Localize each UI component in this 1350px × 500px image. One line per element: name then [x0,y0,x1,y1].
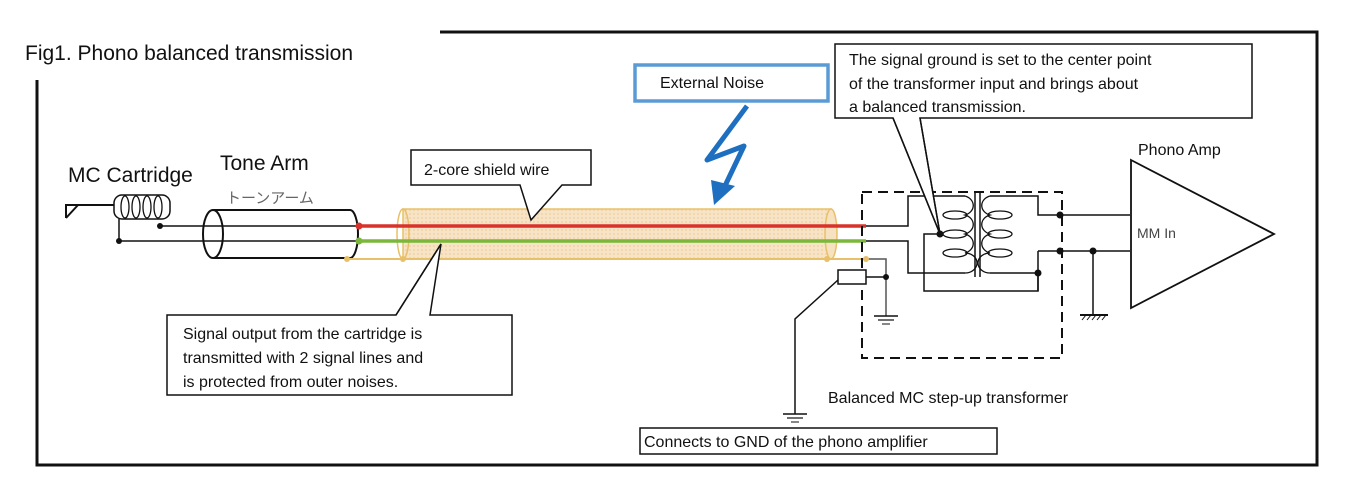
cartridge-label: MC Cartridge [68,164,193,187]
signal-output-line-1: Signal output from the cartridge is [183,326,422,343]
signal-output-callout: Signal output from the cartridge is tran… [166,243,513,396]
tone-arm: Tone Arm トーンアーム [119,152,359,259]
chassis-ground-icon [1080,314,1108,321]
mm-in-label: MM In [1137,225,1176,241]
figure-title: Fig1. Phono balanced transmission [25,42,353,65]
shield-wire [344,208,866,262]
phono-amp: Phono Amp MM In [1130,142,1276,310]
tone-arm-label: Tone Arm [220,152,309,175]
primary-coil-icon [942,195,978,274]
gnd-connect-label: Connects to GND of the phono amplifier [644,434,928,451]
signal-ground-line-2: of the transformer input and brings abou… [849,76,1139,93]
secondary-coil-icon [977,195,1013,274]
amplifier-icon [1130,158,1276,310]
signal-output-line-3: is protected from outer noises. [183,374,398,391]
shield-wire-label: 2-core shield wire [424,162,549,179]
external-noise-label: External Noise [660,75,764,92]
signal-ground-line-1: The signal ground is set to the center p… [849,52,1152,69]
lightning-bolt-icon [704,104,750,192]
external-noise: External Noise [633,63,830,205]
signal-ground-callout: The signal ground is set to the center p… [834,43,1253,235]
signal-output-line-2: transmitted with 2 signal lines and [183,350,423,367]
gnd-connect-callout: Connects to GND of the phono amplifier [639,427,998,455]
ground-icon [874,315,898,325]
step-up-transformer: Balanced MC step-up transformer [783,191,1130,423]
figure-frame [35,30,1319,467]
shield-wire-callout: 2-core shield wire [410,149,592,222]
mc-cartridge: MC Cartridge [65,164,193,244]
phono-amp-label: Phono Amp [1138,142,1221,159]
coil-icon [113,194,171,220]
signal-ground-line-3: a balanced transmission. [849,99,1026,116]
ground-icon [783,413,807,423]
transformer-label: Balanced MC step-up transformer [828,390,1069,407]
tone-arm-jp-label: トーンアーム [226,190,314,207]
resistor-icon [837,269,867,285]
